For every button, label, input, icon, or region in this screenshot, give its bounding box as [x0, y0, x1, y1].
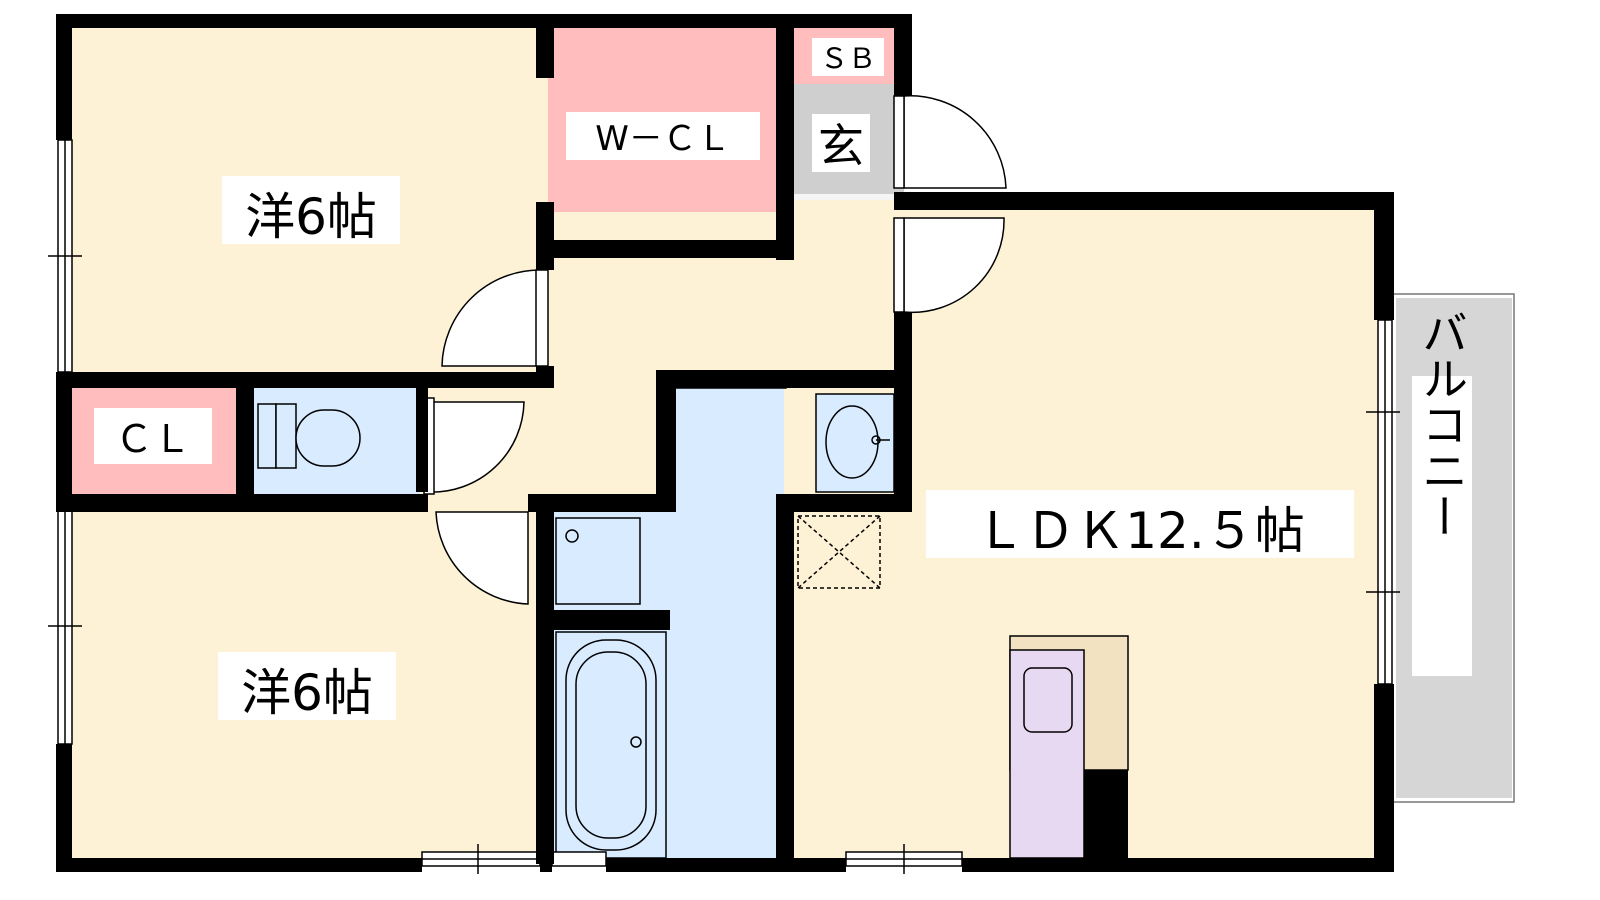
washing-machine-icon	[555, 517, 641, 605]
closet-label: ＣＬ	[115, 417, 191, 461]
western-room-bottom-door-swing	[435, 511, 529, 605]
entrance-label: 玄	[818, 119, 864, 173]
toilet-door-swing	[427, 401, 525, 493]
doors	[423, 95, 1007, 605]
western-room-top-label: 洋6帖	[245, 188, 377, 246]
walk-in-closet-label: W－ＣＬ	[595, 119, 731, 159]
shoe-box-label: ＳＢ	[820, 42, 876, 75]
entrance-door-swing	[903, 95, 1007, 189]
ldk-door-swing	[903, 217, 1005, 314]
western-room-bottom-label: 洋6帖	[241, 664, 373, 722]
balcony-label: バルコニー	[1415, 309, 1469, 539]
toilet-icon	[257, 403, 361, 469]
bathtub-icon	[555, 631, 667, 859]
ldk-label: ＬＤＫ12.５帖	[975, 502, 1305, 560]
walls	[56, 14, 1394, 872]
fixtures	[257, 293, 1515, 859]
wash-basin-icon	[815, 393, 895, 493]
kitchen-counter-icon	[1009, 635, 1129, 859]
window-bottom-bath	[551, 851, 607, 867]
western-room-top-door-swing	[441, 269, 541, 367]
room-labels: 洋6帖 洋6帖 W－ＣＬ ＳＢ 玄 ＣＬ ＬＤＫ12.５帖 バルコニー	[94, 38, 1472, 722]
